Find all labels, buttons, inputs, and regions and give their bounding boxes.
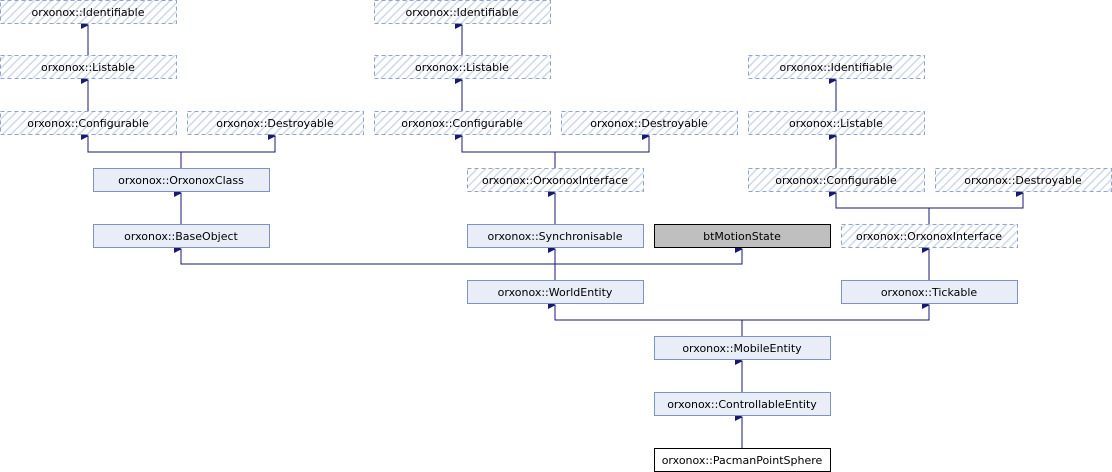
- class-node-label: orxonox::Identifiable: [406, 6, 519, 19]
- inheritance-arrow-n18-to-n16: [829, 189, 930, 224]
- class-node-n21[interactable]: orxonox::MobileEntity: [654, 336, 831, 360]
- inheritance-arrow-n21-to-n20: [741, 301, 930, 336]
- class-node-n15[interactable]: orxonox::Listable: [748, 111, 925, 135]
- class-node-n3[interactable]: orxonox::Configurable: [0, 111, 177, 135]
- class-node-box: [187, 111, 364, 135]
- class-node-n2[interactable]: orxonox::Listable: [0, 55, 177, 79]
- class-node-label: orxonox::Listable: [789, 117, 883, 130]
- class-node-label: orxonox::Tickable: [881, 286, 978, 299]
- class-node-n22[interactable]: orxonox::ControllableEntity: [654, 392, 831, 416]
- class-node-box: [93, 224, 270, 248]
- class-node-label: orxonox::OrxonoxInterface: [856, 230, 1002, 243]
- class-node-box: [935, 168, 1112, 192]
- class-node-label: orxonox::Listable: [41, 61, 135, 74]
- class-node-n20[interactable]: orxonox::Tickable: [841, 280, 1018, 304]
- inheritance-arrow-n19-to-n6: [174, 245, 556, 280]
- class-node-n11[interactable]: orxonox::OrxonoxInterface: [467, 168, 644, 192]
- inheritance-arrow-n11-to-n10: [554, 132, 650, 168]
- inheritance-arrow-n11-to-n9: [455, 132, 556, 168]
- class-node-box: [0, 111, 177, 135]
- class-node-box: [467, 280, 644, 304]
- class-node-n6[interactable]: orxonox::BaseObject: [93, 224, 270, 248]
- class-node-box: [374, 0, 551, 24]
- class-node-label: orxonox::Identifiable: [780, 61, 893, 74]
- class-node-n1[interactable]: orxonox::Identifiable: [0, 0, 177, 24]
- class-node-box: [654, 224, 831, 248]
- class-node-n8[interactable]: orxonox::Listable: [374, 55, 551, 79]
- class-node-label: orxonox::Destroyable: [964, 174, 1082, 187]
- class-node-label: btMotionState: [703, 230, 781, 243]
- class-node-n4[interactable]: orxonox::Destroyable: [187, 111, 364, 135]
- class-node-label: orxonox::Identifiable: [32, 6, 145, 19]
- class-node-n23[interactable]: orxonox::PacmanPointSphere: [654, 448, 831, 472]
- class-node-n18[interactable]: orxonox::OrxonoxInterface: [841, 224, 1018, 248]
- inheritance-arrow-n21-to-n19: [548, 301, 743, 336]
- class-node-n10[interactable]: orxonox::Destroyable: [561, 111, 738, 135]
- class-node-box: [654, 336, 831, 360]
- class-node-label: orxonox::Destroyable: [216, 117, 334, 130]
- class-node-label: orxonox::Configurable: [27, 117, 149, 130]
- class-node-label: orxonox::OrxonoxClass: [118, 174, 244, 187]
- class-node-n16[interactable]: orxonox::Configurable: [748, 168, 925, 192]
- class-node-box: [467, 168, 644, 192]
- class-node-box: [93, 168, 270, 192]
- class-node-label: orxonox::BaseObject: [124, 230, 238, 243]
- class-node-box: [654, 392, 831, 416]
- class-node-label: orxonox::OrxonoxInterface: [482, 174, 628, 187]
- inheritance-arrow-n5-to-n4: [180, 132, 276, 168]
- class-node-n7[interactable]: orxonox::Identifiable: [374, 0, 551, 24]
- class-node-n5[interactable]: orxonox::OrxonoxClass: [93, 168, 270, 192]
- class-node-n9[interactable]: orxonox::Configurable: [374, 111, 551, 135]
- class-node-box: [374, 55, 551, 79]
- class-node-n14[interactable]: orxonox::Identifiable: [748, 55, 925, 79]
- class-node-label: orxonox::Configurable: [775, 174, 897, 187]
- inheritance-arrow-n19-to-n13: [554, 245, 743, 280]
- class-node-label: orxonox::Destroyable: [590, 117, 708, 130]
- class-node-label: orxonox::WorldEntity: [498, 286, 613, 299]
- class-node-box: [374, 111, 551, 135]
- class-node-box: [0, 0, 177, 24]
- class-node-n12[interactable]: orxonox::Synchronisable: [467, 224, 644, 248]
- class-node-box: [0, 55, 177, 79]
- edges-layer: [81, 21, 1024, 448]
- class-node-label: orxonox::Configurable: [401, 117, 523, 130]
- class-node-box: [748, 111, 925, 135]
- class-node-label: orxonox::PacmanPointSphere: [662, 454, 823, 467]
- inheritance-arrow-n18-to-n17: [928, 189, 1024, 224]
- class-node-label: orxonox::Synchronisable: [488, 230, 623, 243]
- class-node-n13[interactable]: btMotionState: [654, 224, 831, 248]
- class-node-label: orxonox::ControllableEntity: [667, 398, 817, 411]
- class-node-box: [748, 168, 925, 192]
- class-node-box: [841, 224, 1018, 248]
- class-node-box: [748, 55, 925, 79]
- class-node-box: [467, 224, 644, 248]
- class-node-box: [841, 280, 1018, 304]
- inheritance-arrow-n5-to-n3: [81, 132, 182, 168]
- class-node-box: [561, 111, 738, 135]
- class-node-label: orxonox::Listable: [415, 61, 509, 74]
- class-node-n19[interactable]: orxonox::WorldEntity: [467, 280, 644, 304]
- class-node-label: orxonox::MobileEntity: [682, 342, 802, 355]
- class-node-n17[interactable]: orxonox::Destroyable: [935, 168, 1112, 192]
